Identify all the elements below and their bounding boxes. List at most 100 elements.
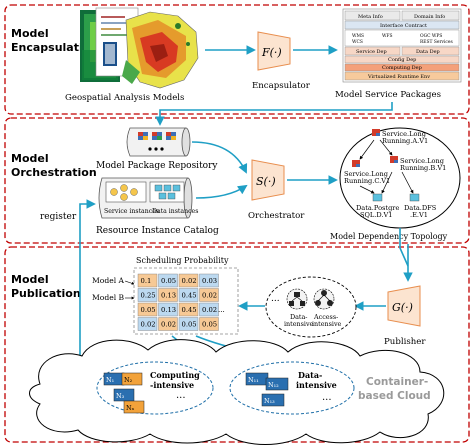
package-layer-wcs: WCS	[352, 40, 363, 45]
matrix-cell-value: 0.13	[161, 292, 176, 300]
topology-node-e-line2: .E.V1	[410, 211, 428, 219]
topology-node-a-line1: Service.Long	[382, 130, 427, 138]
arrow-topology-to-publisher	[399, 228, 409, 267]
data-node-n12	[265, 377, 289, 391]
matrix-cell	[137, 317, 158, 331]
matrix-cell-value: 0.02	[202, 292, 217, 300]
matrix-cell-value: 0.45	[182, 306, 197, 314]
topology-node-d-line1: Data.Postgre	[356, 204, 399, 212]
encapsulator-trapezoid	[257, 31, 291, 71]
section-title-encapsulation-line1: Model	[11, 27, 49, 40]
package-layer-meta-info: Meta Info	[358, 14, 383, 20]
data-node-n11-label: N₁₁	[248, 376, 259, 384]
topology-node-d-line2: SQL.D.V1	[360, 211, 393, 219]
package-layer-config-dep: Config Dep	[388, 57, 416, 63]
orchestrator-function: S(·)	[256, 175, 276, 188]
matrix-cell	[158, 302, 178, 317]
model-package-repository	[126, 127, 191, 157]
section-title-publication-line1: Model	[11, 273, 49, 286]
data-node-n13-label: N₁₃	[264, 397, 275, 405]
computing-intensive-line1: Computing	[150, 370, 200, 380]
catalog-label: Resource Instance Catalog	[96, 226, 219, 236]
orchestration-frame	[4, 117, 470, 244]
data-node-n12-label: N₁₂	[268, 381, 279, 389]
matrix-cell	[178, 317, 199, 331]
matrix-cell-value: 0.02	[202, 306, 217, 314]
section-title-encapsulation-line2: Encapsulation	[11, 41, 98, 54]
package-layer-runtime-env: Virtualized Runtime Env	[367, 74, 430, 80]
scheduling-probability-label: Scheduling Probability	[136, 256, 229, 265]
compute-node-n2-label: N₂	[124, 376, 133, 384]
data-intensive-tree-icon	[286, 288, 308, 310]
topology-edge-a-b	[379, 139, 393, 156]
matrix-cell-value: 0.13	[161, 306, 176, 314]
repository-label: Model Package Repository	[96, 161, 218, 171]
topology-node-c-line2: Running.C.V1	[344, 177, 390, 185]
topology-edge-c-d	[359, 185, 375, 194]
package-layer-computing-dep: Computing Dep	[382, 65, 422, 71]
topology-node-b-icon	[390, 156, 398, 163]
data-instances-label: Data instances	[152, 208, 198, 215]
matrix-cell	[137, 273, 158, 288]
orchestrator-label: Orchestrator	[248, 211, 305, 221]
data-node-n13	[261, 393, 285, 407]
matrix-cell	[199, 273, 219, 288]
package-layer-data-dep: Data Dep	[416, 49, 440, 55]
model-service-package-stack	[342, 8, 462, 83]
access-intensive-line2: intensive	[312, 320, 342, 328]
computing-intensive-line2: -intensive	[150, 380, 194, 390]
matrix-cell	[178, 273, 199, 288]
arrow-packages-to-repository	[155, 102, 393, 126]
service-instances-label: Service instances	[104, 208, 159, 215]
topology-label: Model Dependency Topology	[330, 232, 448, 241]
matrix-cell-value: 0.45	[182, 292, 197, 300]
geospatial-models-label: Geospatial Analysis Models	[65, 93, 184, 103]
matrix-col-ellipsis: ...	[218, 306, 225, 314]
topology-node-b-line2: Running.B.V1	[400, 164, 446, 172]
topology-node-c-icon	[352, 160, 360, 167]
encapsulator-function: F(·)	[261, 46, 282, 59]
encapsulator-label: Encapsulator	[252, 81, 311, 91]
topology-node-d-icon	[372, 193, 383, 202]
topology-node-b-line1: Service.Long	[400, 157, 445, 165]
data-intensive-nodes-line2: intensive	[296, 380, 337, 390]
package-layer-interface-contract: Interface Contract	[380, 23, 427, 29]
package-layer-ogc-wps: OGC WPS	[420, 34, 442, 39]
matrix-cell	[199, 302, 219, 317]
topology-node-a-line2: Running.A.V1	[382, 137, 428, 145]
topology-node-e-line1: Data.DFS	[404, 204, 437, 212]
publisher-trapezoid	[387, 285, 421, 327]
compute-node-n2	[121, 372, 143, 386]
package-layer-rest: REST Services	[420, 40, 453, 45]
topology-node-e-icon	[409, 193, 420, 202]
topology-edge-b-e	[401, 171, 414, 194]
package-layer-wms: WMS	[352, 34, 364, 39]
matrix-cell-value: 0.05	[161, 277, 176, 285]
matrix-cell	[158, 317, 178, 331]
compute-node-nn	[123, 400, 145, 414]
matrix-cell	[178, 288, 199, 302]
matrix-cell	[158, 273, 178, 288]
matrix-cell-value: 0.02	[161, 321, 176, 329]
topology-edge-b-d	[381, 171, 393, 194]
matrix-cell	[178, 302, 199, 317]
arrow-repository-to-orchestrator	[191, 141, 248, 174]
publisher-function: G(·)	[392, 301, 413, 314]
topology-node-c-line1: Service.Long	[344, 170, 389, 178]
model-a-arrow	[124, 280, 135, 285]
matrix-cell-value: 0.05	[182, 321, 197, 329]
section-title-publication-line2: Publication	[11, 287, 81, 300]
section-title-orchestration-line2: Orchestration	[11, 166, 97, 179]
package-layer-service-dep: Service Dep	[356, 49, 387, 55]
package-layer-domain-info: Domain Info	[414, 14, 445, 20]
matrix-cell-value: 0.02	[141, 321, 156, 329]
matrix-cell-value: 0.03	[202, 277, 217, 285]
register-label: register	[40, 212, 77, 222]
model-a-label: Model A	[92, 276, 125, 285]
model-b-label: Model B	[92, 293, 125, 302]
package-layer-wfs: WFS	[382, 34, 393, 39]
data-intensive-line1: Data-	[290, 313, 307, 321]
section-title-orchestration-line1: Model	[11, 152, 49, 165]
